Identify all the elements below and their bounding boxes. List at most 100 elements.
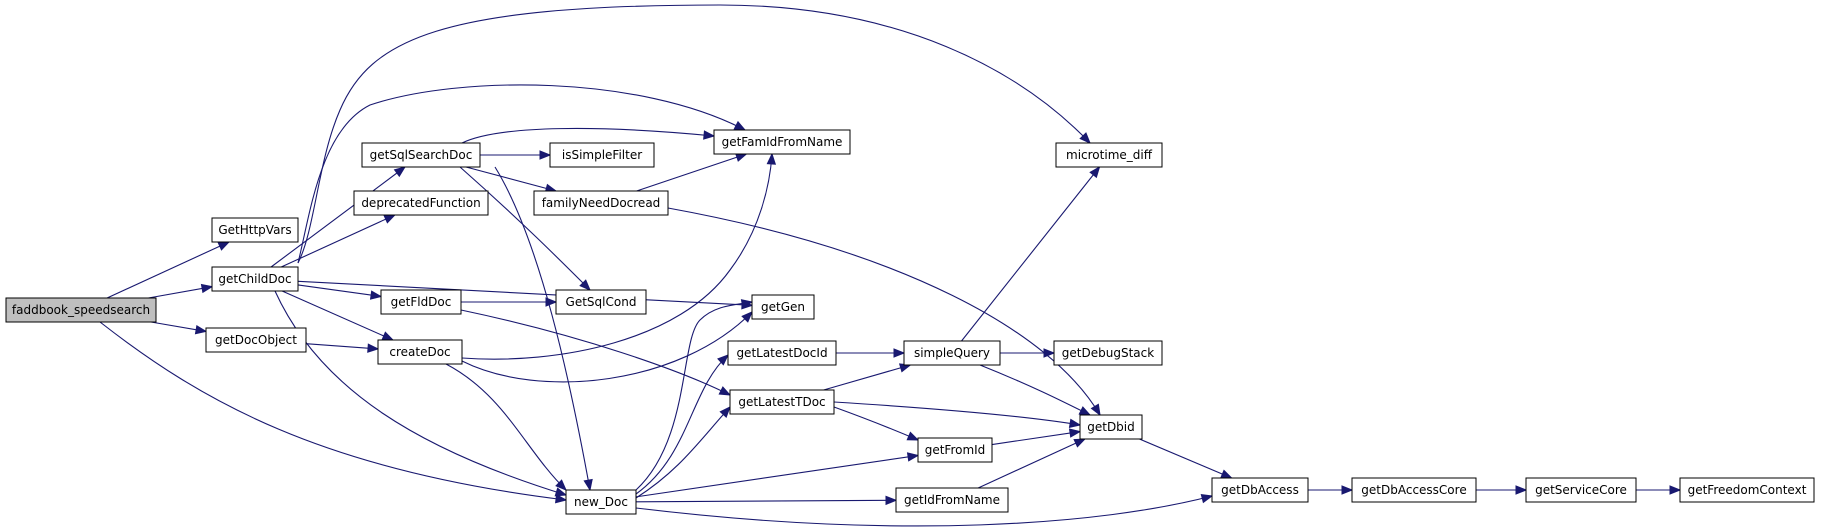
edge-arrowhead bbox=[1089, 165, 1101, 179]
node-deprecatedFunction[interactable]: deprecatedFunction bbox=[353, 190, 489, 216]
node-getServiceCore[interactable]: getServiceCore bbox=[1525, 477, 1637, 503]
edge-line bbox=[667, 207, 1101, 416]
node-faddbook_speedsearch[interactable]: faddbook_speedsearch bbox=[5, 297, 157, 323]
edge-familyNeedDocread-to-getDbid bbox=[667, 207, 1101, 417]
node-box bbox=[380, 289, 462, 315]
edge-new_Doc-to-getGen bbox=[635, 299, 754, 491]
node-getGen[interactable]: getGen bbox=[751, 294, 815, 320]
node-box bbox=[1079, 414, 1143, 440]
edge-arrowhead bbox=[766, 152, 777, 165]
edge-arrowhead bbox=[545, 297, 558, 307]
node-getDebugStack[interactable]: getDebugStack bbox=[1053, 340, 1163, 366]
edge-faddbook_speedsearch-to-getDocObject bbox=[150, 321, 208, 335]
node-getFromId[interactable]: getFromId bbox=[917, 437, 993, 463]
edge-arrowhead bbox=[885, 495, 898, 506]
edge-arrowhead bbox=[217, 241, 231, 251]
edge-arrowhead bbox=[906, 431, 920, 441]
node-createDoc[interactable]: createDoc bbox=[377, 339, 463, 365]
edge-arrowhead bbox=[583, 478, 593, 492]
node-box bbox=[549, 142, 655, 168]
node-familyNeedDocread[interactable]: familyNeedDocread bbox=[533, 190, 669, 216]
edge-arrowhead bbox=[539, 150, 552, 160]
node-box bbox=[713, 129, 851, 155]
node-getIdFromName[interactable]: getIdFromName bbox=[895, 487, 1009, 513]
node-getDbid[interactable]: getDbid bbox=[1079, 414, 1143, 440]
edge-getSqlSearchDoc-to-isSimpleFilter bbox=[480, 150, 552, 160]
node-label: familyNeedDocread bbox=[542, 196, 661, 210]
node-getLatestDocId[interactable]: getLatestDocId bbox=[727, 340, 837, 366]
edge-line bbox=[99, 321, 567, 501]
node-label: createDoc bbox=[389, 345, 450, 359]
edge-line bbox=[460, 309, 731, 396]
edge-arrowhead bbox=[554, 487, 568, 497]
node-box bbox=[917, 437, 993, 463]
edge-getLatestTDoc-to-getFromId bbox=[833, 406, 920, 441]
edge-getChildDoc-to-microtime_diff bbox=[297, 4, 1091, 264]
node-getFldDoc[interactable]: getFldDoc bbox=[380, 289, 462, 315]
node-box bbox=[361, 142, 481, 168]
edge-line bbox=[494, 166, 591, 491]
edge-getDbAccessCore-to-getServiceCore bbox=[1476, 485, 1528, 495]
node-new_Doc[interactable]: new_Doc bbox=[565, 489, 637, 515]
edge-line bbox=[1139, 438, 1232, 479]
edge-arrowhead bbox=[1073, 438, 1087, 448]
edge-arrowhead bbox=[1515, 485, 1528, 495]
edge-arrowhead bbox=[1068, 428, 1082, 438]
edge-createDoc-to-new_Doc bbox=[445, 363, 567, 491]
edge-line bbox=[461, 311, 753, 383]
edge-arrowhead bbox=[717, 354, 729, 366]
node-label: getDbAccess bbox=[1221, 483, 1299, 497]
node-getDbAccess[interactable]: getDbAccess bbox=[1211, 477, 1309, 503]
edge-arrowhead bbox=[741, 311, 753, 323]
edge-line bbox=[106, 241, 230, 299]
edge-line bbox=[297, 4, 1091, 264]
node-simpleQuery[interactable]: simpleQuery bbox=[903, 340, 1001, 366]
edge-arrowhead bbox=[1669, 485, 1682, 495]
edge-faddbook_speedsearch-to-new_Doc bbox=[99, 321, 568, 504]
edge-getIdFromName-to-getDbid bbox=[977, 438, 1087, 489]
node-label: getFromId bbox=[925, 443, 986, 457]
node-box bbox=[565, 489, 637, 515]
edge-arrowhead bbox=[1090, 403, 1101, 417]
edge-arrowhead bbox=[579, 279, 591, 291]
edge-getLatestDocId-to-simpleQuery bbox=[836, 348, 906, 358]
node-getChildDoc[interactable]: getChildDoc bbox=[211, 266, 299, 292]
edge-line bbox=[961, 166, 1100, 342]
edge-line bbox=[297, 84, 746, 264]
edge-line bbox=[635, 454, 919, 498]
edge-getChildDoc-to-getFldDoc bbox=[297, 284, 383, 300]
node-isSimpleFilter[interactable]: isSimpleFilter bbox=[549, 142, 655, 168]
node-getSqlSearchDoc[interactable]: getSqlSearchDoc bbox=[361, 142, 481, 168]
edge-new_Doc-to-getIdFromName bbox=[635, 495, 898, 506]
node-getDocObject[interactable]: getDocObject bbox=[205, 327, 307, 353]
edge-arrowhead bbox=[1068, 418, 1082, 428]
node-box bbox=[5, 297, 157, 323]
edge-getSqlSearchDoc-to-familyNeedDocread bbox=[465, 166, 558, 193]
node-GetSqlCond[interactable]: GetSqlCond bbox=[555, 289, 647, 315]
edge-line bbox=[445, 363, 567, 491]
edge-arrowhead bbox=[1200, 494, 1214, 504]
node-getFreedomContext[interactable]: getFreedomContext bbox=[1679, 477, 1815, 503]
edge-arrowhead bbox=[719, 406, 731, 418]
node-label: getLatestDocId bbox=[736, 346, 827, 360]
node-box bbox=[1053, 340, 1163, 366]
edge-simpleQuery-to-getDbid bbox=[979, 364, 1092, 416]
node-label: getServiceCore bbox=[1535, 483, 1627, 497]
node-label: faddbook_speedsearch bbox=[12, 303, 150, 317]
edge-arrowhead bbox=[194, 324, 208, 335]
node-label: getDebugStack bbox=[1062, 346, 1154, 360]
edge-new_Doc-to-getFromId bbox=[635, 452, 920, 498]
node-box bbox=[751, 294, 815, 320]
node-box bbox=[727, 340, 837, 366]
edge-line bbox=[297, 280, 753, 306]
edge-getDbAccess-to-getDbAccessCore bbox=[1308, 485, 1354, 495]
node-microtime_diff[interactable]: microtime_diff bbox=[1055, 142, 1163, 168]
node-getDbAccessCore[interactable]: getDbAccessCore bbox=[1351, 477, 1477, 503]
node-GetHttpVars[interactable]: GetHttpVars bbox=[211, 217, 299, 243]
edge-line bbox=[979, 364, 1091, 416]
node-getFamIdFromName[interactable]: getFamIdFromName bbox=[713, 129, 851, 155]
edge-arrowhead bbox=[393, 166, 407, 178]
node-layer: faddbook_speedsearch GetHttpVars getChildD… bbox=[5, 129, 1815, 515]
node-label: microtime_diff bbox=[1066, 148, 1153, 162]
node-getLatestTDoc[interactable]: getLatestTDoc bbox=[729, 389, 835, 415]
